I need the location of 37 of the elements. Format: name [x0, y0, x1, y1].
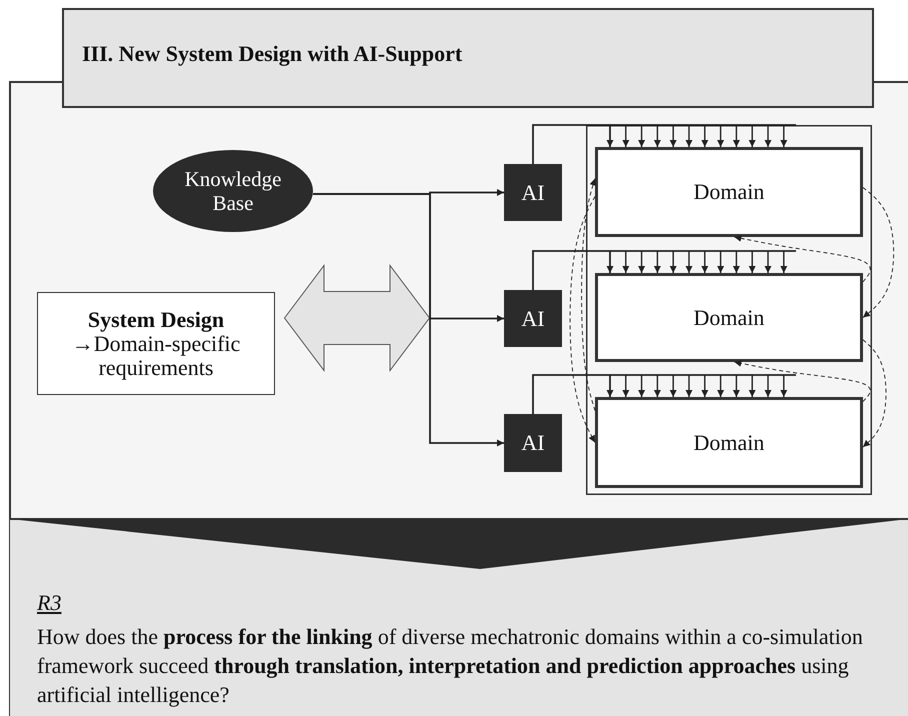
- box-heading: System Design: [88, 308, 224, 332]
- node-label: Domain: [694, 306, 764, 330]
- signal-bus-arrows: [610, 124, 796, 147]
- signal-bus-arrows: [610, 250, 796, 273]
- node-label: Knowledge Base: [184, 167, 282, 215]
- header-box: [62, 8, 874, 108]
- domain-box: [595, 273, 863, 362]
- dashed-arrow: [734, 360, 871, 402]
- arrow: [532, 374, 614, 414]
- arrow: [313, 193, 504, 446]
- node-label: Domain: [694, 180, 764, 204]
- dashed-arrow: [862, 187, 894, 318]
- node-label: AI: [521, 306, 545, 330]
- question-text: How does the process for the linking of diverse mechatronic domains within a co-simulation framework succeed through translation, interpretation and prediction approaches using artificial intelligence?: [37, 623, 864, 709]
- dashed-arrow: [734, 234, 871, 282]
- ai-box: [504, 164, 562, 221]
- dashed-arrow: [862, 339, 886, 448]
- knowledge-base-ellipse: [153, 150, 313, 232]
- question-panel: [10, 518, 908, 716]
- box-text: →Domain-specific requirements: [70, 332, 242, 380]
- node-label: AI: [521, 180, 545, 204]
- domain-box: [595, 147, 863, 237]
- ai-box: [504, 290, 562, 347]
- dashed-arrow: [570, 196, 596, 443]
- dashed-arrow: [581, 178, 596, 412]
- system-design-box: [37, 292, 275, 395]
- domain-box: [595, 397, 863, 488]
- section-title: III. New System Design with AI-Support: [82, 42, 462, 66]
- ai-box: [504, 414, 562, 472]
- question-id: R3: [37, 589, 62, 617]
- node-label: AI: [521, 431, 545, 455]
- arrow: [532, 124, 614, 164]
- double-arrow: [284, 265, 430, 371]
- node-label: Domain: [694, 430, 764, 454]
- arrow: [532, 250, 614, 290]
- domain-container: [586, 125, 872, 495]
- signal-bus-arrows: [610, 374, 796, 397]
